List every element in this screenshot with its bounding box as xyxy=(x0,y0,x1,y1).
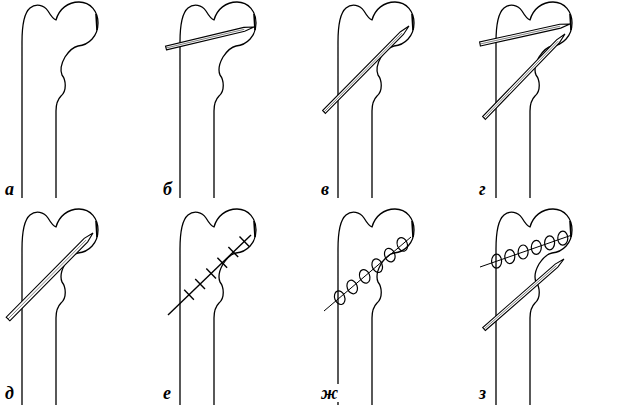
fixation-pin xyxy=(323,26,409,113)
cross-pin xyxy=(206,268,216,278)
fixation-pin xyxy=(483,259,564,331)
spring-coil xyxy=(333,289,347,306)
pin-axis xyxy=(166,29,244,48)
cross-pin xyxy=(228,247,238,257)
spring-coil xyxy=(383,247,397,264)
panel-letter: в xyxy=(320,180,330,198)
spring-coil xyxy=(358,268,372,285)
panel-letter: г xyxy=(478,180,487,198)
panel-letter: з xyxy=(478,384,487,402)
cross-pin xyxy=(217,258,227,268)
spring-coil xyxy=(518,245,528,259)
fixation-pin xyxy=(166,27,255,50)
panel-letter: е xyxy=(162,384,172,402)
pin-axis xyxy=(484,41,558,118)
spring-coil xyxy=(558,231,568,245)
cross-pin xyxy=(240,236,250,246)
pin-axis xyxy=(484,266,557,329)
coil-axis xyxy=(324,237,411,311)
spring-coil xyxy=(345,279,359,296)
spring-coil xyxy=(492,254,502,268)
panel-letter: а xyxy=(4,180,15,198)
spring-coil xyxy=(505,250,515,264)
pin-axis xyxy=(324,33,402,112)
pin-axis xyxy=(480,26,560,44)
spring-coil xyxy=(370,257,384,274)
fixation-pin xyxy=(483,34,565,119)
spring-coil xyxy=(531,240,541,254)
panel-letter: ж xyxy=(320,384,339,402)
panel-letter: д xyxy=(4,384,15,402)
spring-coil xyxy=(545,236,555,250)
rod xyxy=(168,235,251,315)
fixation-pin xyxy=(6,233,93,321)
spring-coil xyxy=(395,236,409,253)
femur xyxy=(180,209,256,405)
cross-pin xyxy=(195,279,205,289)
panel-letter: б xyxy=(162,180,173,198)
pin-axis xyxy=(8,240,86,319)
femur xyxy=(22,2,98,198)
cross-pin xyxy=(184,290,194,300)
femur xyxy=(338,209,414,405)
implants xyxy=(6,24,572,331)
